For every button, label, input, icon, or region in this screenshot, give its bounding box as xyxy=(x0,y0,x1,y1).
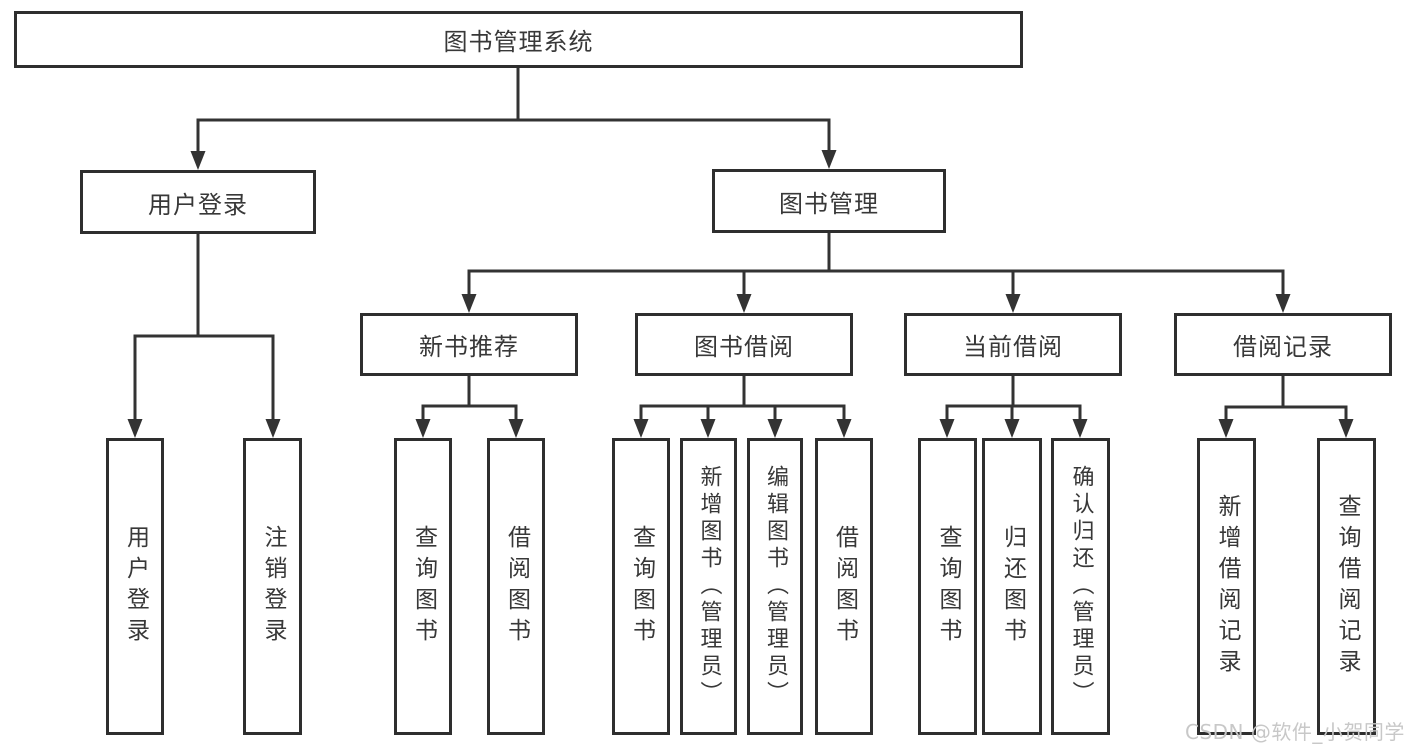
leaf-query-borrow-record: 查询借阅记录 xyxy=(1317,438,1376,735)
connector-root-to-level2 xyxy=(190,68,837,170)
leaf-borrow-books: 借阅图书 xyxy=(815,438,873,735)
leaf-borrow-books-recommend-label: 借阅图书 xyxy=(503,524,530,649)
node-borrow-records: 借阅记录 xyxy=(1174,313,1392,376)
leaf-query-books-recommend-label: 查询图书 xyxy=(410,524,437,649)
leaf-add-books-admin: 新增图书（管理员） xyxy=(680,438,737,735)
csdn-watermark: CSDN @软件_小贺同学 xyxy=(1185,720,1405,744)
node-user-login-label: 用户登录 xyxy=(148,190,248,219)
leaf-user-login: 用户登录 xyxy=(106,438,164,735)
node-book-management-label: 图书管理 xyxy=(779,189,879,218)
connector-bookmgmt-to-level3 xyxy=(461,232,1291,313)
leaf-return-books: 归还图书 xyxy=(982,438,1042,735)
leaf-query-books-current-label: 查询图书 xyxy=(935,524,961,649)
node-user-login: 用户登录 xyxy=(80,170,316,234)
connector-newbook-to-leaves xyxy=(415,376,524,438)
leaf-borrow-books-recommend: 借阅图书 xyxy=(487,438,545,735)
connector-currentborrow-to-leaves xyxy=(939,376,1088,438)
leaf-logout-login: 注销登录 xyxy=(243,438,302,735)
connector-bookborrow-to-leaves xyxy=(633,376,852,438)
node-book-management: 图书管理 xyxy=(712,169,946,233)
node-current-borrow: 当前借阅 xyxy=(904,313,1122,376)
leaf-query-books-current: 查询图书 xyxy=(918,438,977,735)
leaf-logout-login-label: 注销登录 xyxy=(260,524,286,649)
node-new-book-recommend: 新书推荐 xyxy=(360,313,578,376)
node-root-label: 图书管理系统 xyxy=(443,28,594,56)
leaf-query-books-borrow: 查询图书 xyxy=(612,438,670,735)
leaf-borrow-books-label: 借阅图书 xyxy=(831,524,858,649)
node-borrow-records-label: 借阅记录 xyxy=(1233,333,1333,361)
leaf-confirm-return-admin-label: 确认归还（管理员） xyxy=(1068,465,1094,708)
leaf-user-login-label: 用户登录 xyxy=(122,524,149,649)
node-book-borrow-label: 图书借阅 xyxy=(694,333,794,361)
leaf-edit-books-admin-label: 编辑图书（管理员） xyxy=(763,465,788,708)
leaf-confirm-return-admin: 确认归还（管理员） xyxy=(1051,438,1110,735)
node-new-book-recommend-label: 新书推荐 xyxy=(419,333,519,361)
node-root: 图书管理系统 xyxy=(14,11,1023,68)
leaf-add-borrow-record-label: 新增借阅记录 xyxy=(1214,493,1240,680)
leaf-add-borrow-record: 新增借阅记录 xyxy=(1197,438,1256,735)
node-book-borrow: 图书借阅 xyxy=(635,313,853,376)
connector-borrowrecord-to-leaves xyxy=(1218,376,1354,438)
leaf-edit-books-admin: 编辑图书（管理员） xyxy=(747,438,803,735)
leaf-query-books-borrow-label: 查询图书 xyxy=(628,524,655,649)
leaf-add-books-admin-label: 新增图书（管理员） xyxy=(696,465,722,708)
leaf-query-borrow-record-label: 查询借阅记录 xyxy=(1334,493,1360,680)
leaf-query-books-recommend: 查询图书 xyxy=(394,438,452,735)
node-current-borrow-label: 当前借阅 xyxy=(963,333,1063,361)
leaf-return-books-label: 归还图书 xyxy=(999,524,1026,649)
connector-userlogin-to-leaves xyxy=(127,233,281,438)
